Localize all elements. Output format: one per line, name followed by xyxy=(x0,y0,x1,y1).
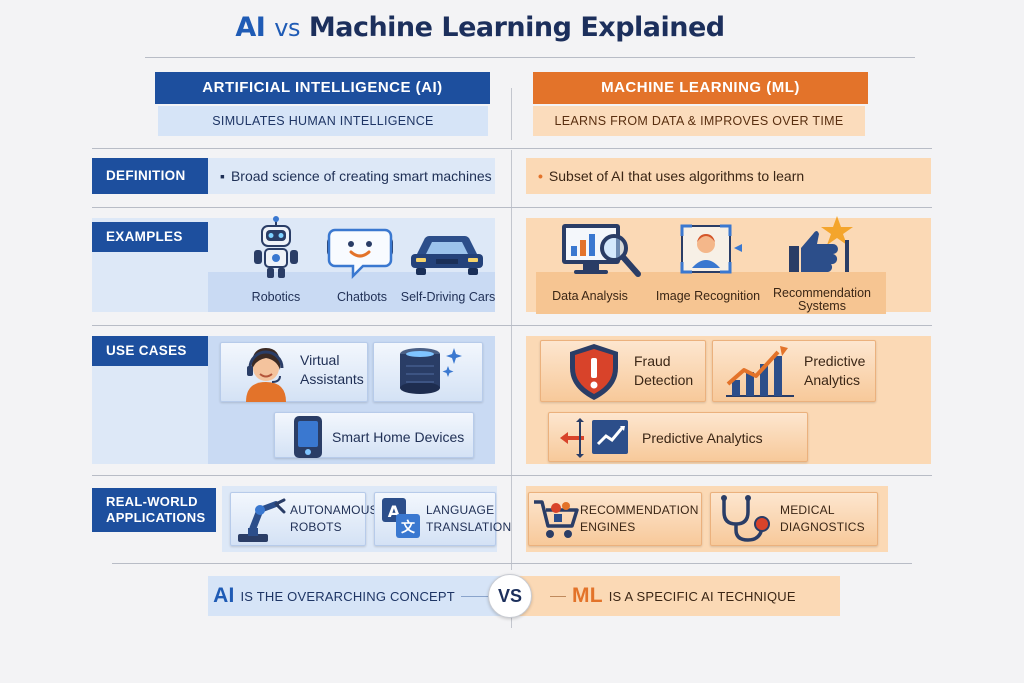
car-icon xyxy=(411,236,483,275)
ml-definition: • Subset of AI that uses algorithms to l… xyxy=(526,158,931,194)
smart-speaker-icon xyxy=(400,348,462,394)
ml-examples-strip xyxy=(536,272,886,314)
row-divider xyxy=(92,207,932,208)
ai-definition: ▪ Broad science of creating smart machin… xyxy=(208,158,495,194)
example-data-analysis: Data Analysis xyxy=(552,289,628,303)
shield-warning-icon xyxy=(570,344,618,400)
use-case-fraud-detection xyxy=(540,340,706,402)
center-divider xyxy=(511,150,512,570)
use-case-label: Predictive Analytics xyxy=(642,430,763,446)
connector-line xyxy=(550,595,566,597)
row-label-real-world-applications: REAL-WORLD APPLICATIONS xyxy=(92,488,216,532)
ml-summary-banner: ML IS A SPECIFIC AI TECHNIQUE xyxy=(518,576,840,616)
row-divider xyxy=(92,148,932,149)
svg-text:文: 文 xyxy=(401,519,416,536)
image-recognition-icon xyxy=(680,224,742,274)
bullet-icon: • xyxy=(538,168,543,184)
ai-summary-banner: AI IS THE OVERARCHING CONCEPT xyxy=(208,576,506,616)
smart-home-device-icon xyxy=(294,416,322,458)
row-divider xyxy=(92,475,932,476)
row-label-definition: DEFINITION xyxy=(92,158,208,194)
example-image-recognition: Image Recognition xyxy=(655,289,761,303)
application-label: MEDICAL DIAGNOSTICS xyxy=(780,503,865,534)
ai-column-header: ARTIFICIAL INTELLIGENCE (AI) xyxy=(155,72,490,104)
stethoscope-icon xyxy=(721,495,770,542)
connector-line xyxy=(460,595,501,597)
page-title: AI vs Machine Learning Explained xyxy=(235,12,725,43)
predictive-analytics-icon xyxy=(560,418,628,458)
growth-chart-icon xyxy=(726,346,794,397)
ml-column-header: MACHINE LEARNING (ML) xyxy=(533,72,868,104)
example-chatbots: Chatbots xyxy=(336,290,388,304)
robot-icon xyxy=(254,216,298,278)
example-self-driving-cars: Self-Driving Cars xyxy=(400,290,496,304)
row-divider xyxy=(112,563,912,564)
title-divider xyxy=(145,57,915,58)
row-label-examples: EXAMPLES xyxy=(92,222,208,252)
row-divider xyxy=(92,325,932,326)
ai-column-subtitle: SIMULATES HUMAN INTELLIGENCE xyxy=(158,106,488,136)
virtual-assistant-icon xyxy=(246,348,286,402)
use-case-label: Smart Home Devices xyxy=(332,429,465,445)
robotic-arm-icon xyxy=(238,498,286,542)
example-recommendation-systems: Recommendation Systems xyxy=(773,286,871,313)
use-case-virtual-assistants xyxy=(220,342,368,402)
recommendation-icon xyxy=(789,216,853,272)
bullet-icon: ▪ xyxy=(220,168,225,184)
use-case-label: Virtual Assistants xyxy=(300,352,364,387)
use-case-label: Predictive Analytics xyxy=(804,353,866,388)
use-case-predictive-analytics-2 xyxy=(548,412,808,462)
ai-examples-strip xyxy=(208,272,495,312)
data-analysis-icon xyxy=(562,224,641,277)
shopping-cart-icon xyxy=(534,500,579,538)
translate-icon: A 文 xyxy=(382,498,420,538)
application-label: RECOMMENDATION ENGINES xyxy=(580,503,699,534)
chatbot-icon xyxy=(327,228,393,280)
use-case-label: Fraud Detection xyxy=(634,353,694,388)
row-label-use-cases: USE CASES xyxy=(92,336,208,366)
vs-badge: VS xyxy=(488,574,532,618)
example-robotics: Robotics xyxy=(251,290,301,304)
application-label: AUTONAMOUS ROBOTS xyxy=(290,503,378,534)
application-label: LANGUAGE TRANSLATION xyxy=(426,503,512,534)
center-divider xyxy=(511,608,512,628)
ml-column-subtitle: LEARNS FROM DATA & IMPROVES OVER TIME xyxy=(533,106,865,136)
center-divider xyxy=(511,88,512,140)
